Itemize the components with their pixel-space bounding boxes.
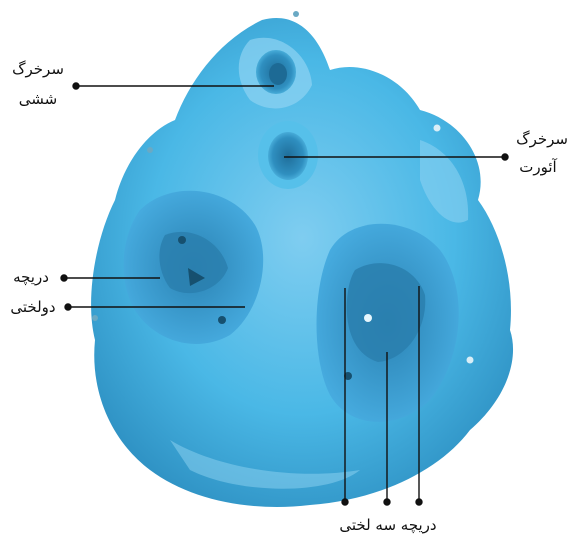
pulmonary-artery-label-line1: سرخرگ bbox=[8, 58, 68, 80]
model-pin bbox=[434, 125, 441, 132]
bicuspid-label-line2: دولختی bbox=[2, 296, 64, 318]
aorta-label-line2: آئورت bbox=[508, 156, 568, 178]
model-pin bbox=[147, 147, 153, 153]
pulmonary-artery-inner bbox=[269, 63, 287, 85]
tricuspid-leader-dot-2 bbox=[384, 499, 390, 505]
pulmonary-artery-leader-dot bbox=[73, 83, 79, 89]
pulmonary-artery-label-line2: ششی bbox=[8, 88, 68, 110]
bicuspid-label-line1: دریچه bbox=[2, 266, 60, 288]
tricuspid-label: دریچه سه لختی bbox=[318, 514, 458, 536]
bicuspid-valve-dot bbox=[178, 236, 186, 244]
model-pin bbox=[92, 315, 98, 321]
model-pin bbox=[467, 357, 474, 364]
bicuspid-leader-dot-2 bbox=[65, 304, 71, 310]
aorta-label-line1: سرخرگ bbox=[508, 128, 568, 150]
tricuspid-valve-dot bbox=[364, 314, 372, 322]
tricuspid-leader-dot-1 bbox=[342, 499, 348, 505]
tricuspid-leader-dot-3 bbox=[416, 499, 422, 505]
bicuspid-valve-dot-2 bbox=[218, 316, 226, 324]
bicuspid-leader-dot-1 bbox=[61, 275, 67, 281]
aorta-lumen bbox=[268, 132, 308, 180]
model-pin bbox=[293, 11, 299, 17]
